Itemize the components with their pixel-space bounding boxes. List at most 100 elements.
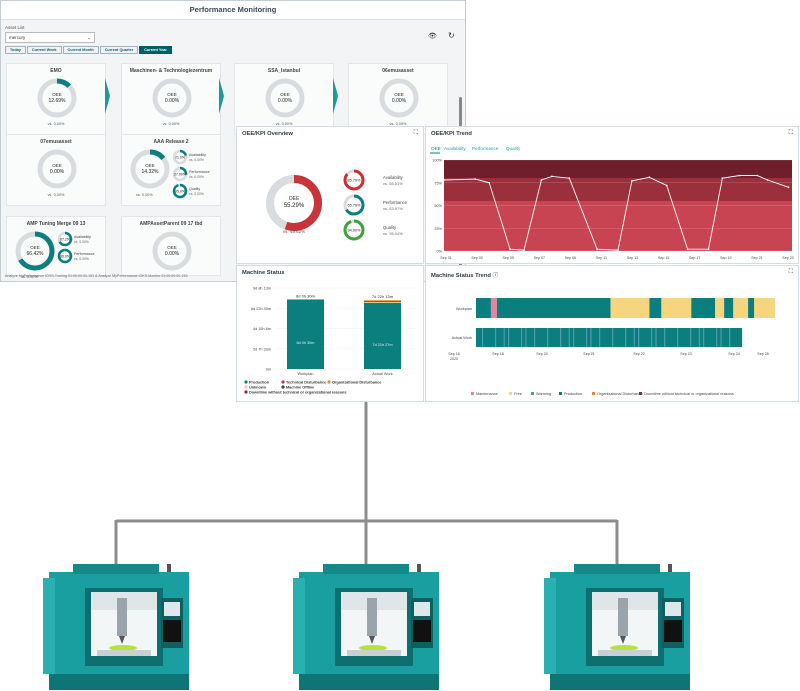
trend-band-top bbox=[444, 160, 792, 179]
kpi-label: Availability bbox=[74, 235, 91, 239]
machine-light bbox=[417, 564, 421, 572]
machine-tool-icon bbox=[544, 564, 690, 690]
machine-spindle bbox=[367, 598, 377, 636]
status-trend-stripe bbox=[625, 328, 627, 347]
panel-title: OEE/KPI Trend bbox=[431, 131, 472, 137]
trend-point bbox=[686, 248, 689, 251]
status-trend-stripe bbox=[720, 328, 722, 347]
oee-main-label: OEE bbox=[289, 196, 300, 202]
status-bar-total: 8d 0h 30m bbox=[296, 293, 316, 298]
info-icon[interactable]: ⓘ bbox=[492, 273, 499, 279]
kpi-ring-fill bbox=[343, 169, 365, 191]
refresh-icon[interactable]: ↻ bbox=[448, 31, 455, 40]
oee-ring-fill bbox=[15, 231, 55, 271]
tab-current-week[interactable]: Current Week bbox=[26, 46, 62, 54]
status-legend-label: Production bbox=[249, 380, 270, 384]
status-trend-segment bbox=[649, 298, 662, 318]
tab-current-month[interactable]: Current Month bbox=[62, 46, 99, 54]
kpi-value: 94.00% bbox=[348, 229, 362, 233]
status-trend-xtick: Sep 23 bbox=[680, 352, 691, 356]
status-bar-downtime bbox=[364, 301, 401, 302]
status-legend-swatch bbox=[244, 380, 248, 384]
status-trend-stripe bbox=[612, 328, 614, 347]
kpi-value: 95.0% bbox=[175, 190, 185, 194]
kpi-vs: vs. 0.00% bbox=[74, 240, 89, 244]
oee-value: 0.00% bbox=[278, 98, 293, 104]
status-bar-other bbox=[364, 301, 401, 303]
oee-value: 0.00% bbox=[165, 98, 180, 104]
panel-title: OEE/KPI Overview bbox=[242, 131, 293, 137]
trend-point bbox=[631, 180, 633, 182]
machine-workpiece bbox=[109, 645, 137, 651]
carousel-arrow-icon[interactable] bbox=[105, 78, 110, 114]
trend-xtick: Sep 09 bbox=[565, 256, 576, 260]
eye-icon[interactable]: 👁 bbox=[428, 33, 437, 40]
status-trend-stripe bbox=[525, 328, 527, 347]
machine-screen bbox=[665, 602, 681, 616]
status-trend-stripe bbox=[547, 328, 549, 347]
status-legend-label: Technical Disturbance bbox=[286, 380, 326, 384]
oee-label: OEE bbox=[52, 163, 62, 168]
status-trend-stripe bbox=[590, 328, 592, 347]
maximize-icon[interactable]: ⛶ bbox=[788, 269, 793, 275]
trend-point bbox=[707, 248, 710, 251]
kpi-vs: vs. 0.00% bbox=[189, 158, 204, 162]
asset-card-title: AAA Release 2 bbox=[153, 139, 189, 145]
kpi-vs: vs. 0.00% bbox=[189, 192, 204, 196]
status-trend-stripe bbox=[690, 328, 692, 347]
trend-point bbox=[474, 178, 477, 180]
asset-card-title: SSA_Istanbul bbox=[267, 68, 301, 74]
status-trend-xtick: Sep 22 bbox=[633, 352, 644, 356]
machine-tool-tip bbox=[620, 636, 626, 644]
carousel-arrow-icon[interactable] bbox=[333, 78, 338, 114]
status-trend-stripe bbox=[729, 328, 731, 347]
trend-xtick: Sep 21 bbox=[751, 256, 762, 260]
maximize-icon[interactable]: ⛶ bbox=[413, 130, 418, 136]
machine-tool-icon bbox=[293, 564, 439, 690]
tab-today[interactable]: Today bbox=[5, 46, 26, 54]
machine-light bbox=[167, 564, 171, 572]
oee-ring-fill bbox=[37, 78, 77, 118]
kpi-label: Quality bbox=[383, 225, 397, 230]
status-trend-stripe bbox=[638, 328, 640, 347]
status-ytick: 0m bbox=[266, 368, 271, 372]
status-trend-segment bbox=[496, 298, 611, 318]
status-trend-legend-label: Warming bbox=[536, 392, 551, 396]
status-trend-xtick: Sep 21 bbox=[583, 352, 594, 356]
asset-card-title: 06emusasset bbox=[382, 68, 414, 74]
trend-point bbox=[488, 181, 491, 184]
panel-title: Machine Status Trend ⓘ bbox=[431, 273, 499, 279]
asset-card-vs: vs. 0.00% bbox=[275, 122, 293, 126]
oee-ring-track bbox=[152, 78, 192, 118]
machine-screen bbox=[414, 602, 430, 616]
footer-text: Analyze MyPerformance IOSS-Turning 01:00… bbox=[5, 274, 188, 278]
tab-current-year[interactable]: Current Year bbox=[139, 46, 172, 54]
trend-point bbox=[766, 179, 769, 181]
asset-select[interactable]: mercury ⌄ bbox=[5, 32, 95, 43]
status-trend-segment bbox=[724, 298, 734, 318]
status-trend-stripe bbox=[494, 328, 497, 347]
status-trend-segment bbox=[691, 298, 716, 318]
trend-point bbox=[540, 179, 543, 181]
tab-current-quarter[interactable]: Current Quarter bbox=[99, 46, 139, 54]
trend-ytick: 25% bbox=[434, 227, 442, 231]
status-trend-xtick: Sep 25 bbox=[757, 352, 768, 356]
asset-card-vs: vs. 0.00% bbox=[162, 122, 180, 126]
machine-tool-tip bbox=[119, 636, 125, 644]
status-trend-stripe bbox=[534, 328, 536, 347]
maximize-icon[interactable]: ⛶ bbox=[788, 130, 793, 136]
carousel-arrow-icon[interactable] bbox=[219, 78, 224, 114]
oee-ring-track bbox=[37, 149, 77, 189]
